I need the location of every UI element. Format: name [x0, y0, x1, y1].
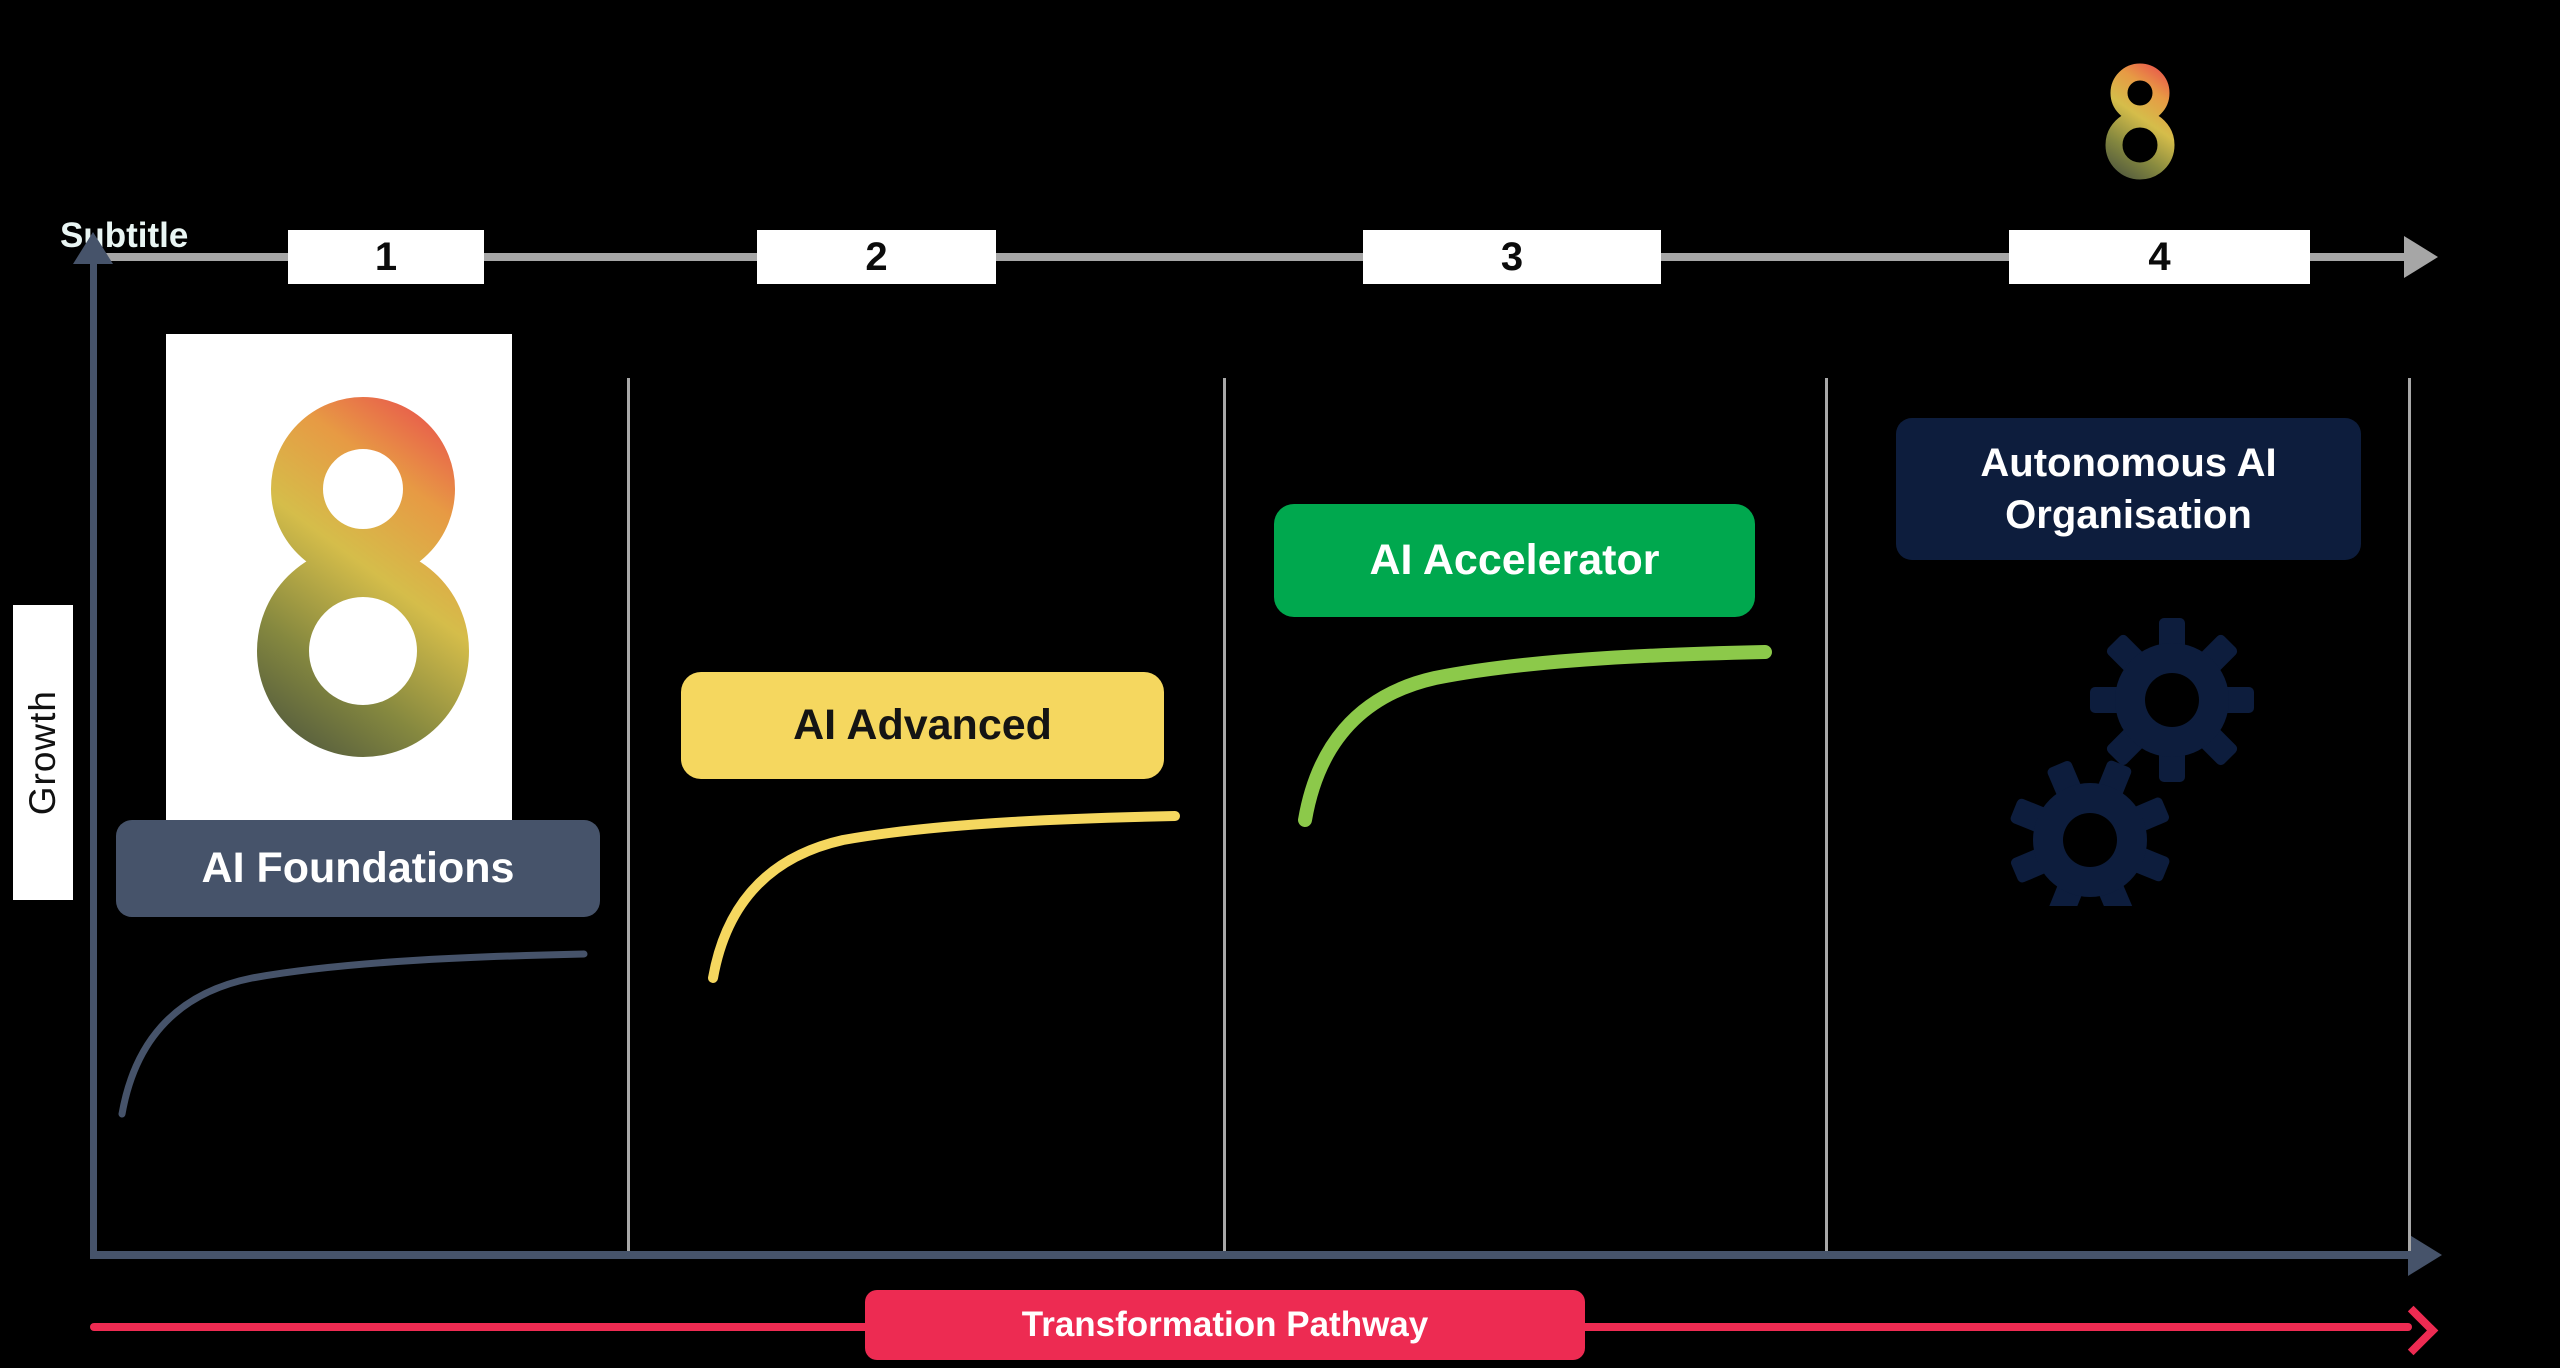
step-badge-2: 2 [757, 230, 996, 284]
y-axis-line [90, 252, 97, 1258]
y-axis-arrowhead-icon [73, 232, 113, 264]
column-separator [1223, 378, 1226, 1251]
stage-label-autonomous-ai-organisation: Autonomous AI Organisation [1896, 418, 2361, 560]
stage-label-ai-advanced: AI Advanced [681, 672, 1164, 779]
brand-figure-eight-icon [2105, 63, 2175, 180]
growth-curve-stage-1 [118, 950, 588, 1118]
timeline-arrowhead-icon [2404, 236, 2438, 278]
x-axis-arrowhead-icon [2408, 1234, 2442, 1276]
column-separator [627, 378, 630, 1251]
step-badge-4: 4 [2009, 230, 2310, 284]
pathway-label-box: Transformation Pathway [865, 1290, 1585, 1360]
figure-eight-logo-card [166, 334, 512, 821]
stage-label-ai-foundations: AI Foundations [116, 820, 600, 917]
growth-curve-stage-2 [708, 811, 1180, 983]
figure-eight-logo-icon [257, 397, 469, 757]
y-axis-label-box: Growth [13, 605, 73, 900]
timeline-line [100, 253, 2410, 261]
column-separator [2408, 378, 2411, 1251]
growth-curve-stage-3 [1298, 645, 1772, 827]
step-badge-3: 3 [1363, 230, 1661, 284]
column-separator [1825, 378, 1828, 1251]
gears-icon [2010, 618, 2254, 906]
step-badge-1: 1 [288, 230, 484, 284]
stage-label-ai-accelerator: AI Accelerator [1274, 504, 1755, 617]
pathway-arrowhead-icon [2388, 1305, 2439, 1356]
x-axis-line [90, 1251, 2412, 1259]
y-axis-label: Growth [22, 689, 63, 816]
